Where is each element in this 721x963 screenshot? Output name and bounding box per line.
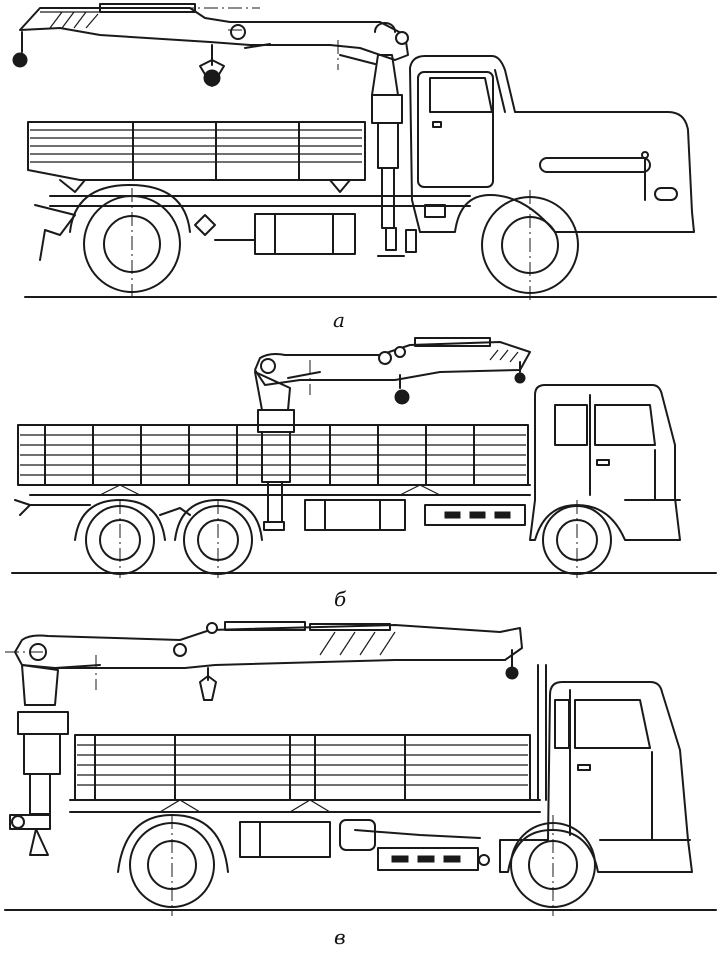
caption-c: в	[334, 925, 346, 949]
cargo-body-c	[69, 664, 547, 813]
wheel-front-a	[481, 190, 579, 300]
cab-b	[529, 384, 681, 541]
wheel-front-c	[510, 815, 596, 916]
chassis-a	[34, 195, 471, 261]
wheel-rear2-b	[174, 499, 263, 578]
chassis-b	[14, 499, 526, 531]
truck-c	[4, 621, 717, 916]
chassis-c	[239, 819, 490, 871]
crane-boom-b	[254, 337, 531, 405]
wheel-rear-a	[69, 184, 191, 300]
cargo-body-b	[17, 424, 531, 496]
caption-a: а	[333, 308, 345, 332]
crane-boom-a	[12, 3, 409, 87]
crane-boom-c	[5, 621, 523, 701]
truck-b	[11, 337, 717, 578]
wheel-rear-c	[117, 814, 229, 916]
cab-a	[409, 55, 695, 233]
cab-c	[499, 681, 693, 873]
truck-a	[12, 3, 717, 300]
crane-column-a	[371, 54, 417, 257]
wheel-rear1-b	[74, 499, 166, 578]
crane-column-b	[254, 371, 295, 531]
crane-column-c	[9, 664, 69, 856]
caption-b: б	[334, 587, 347, 611]
cargo-body-a	[27, 121, 366, 193]
wheel-front-b	[542, 500, 612, 578]
